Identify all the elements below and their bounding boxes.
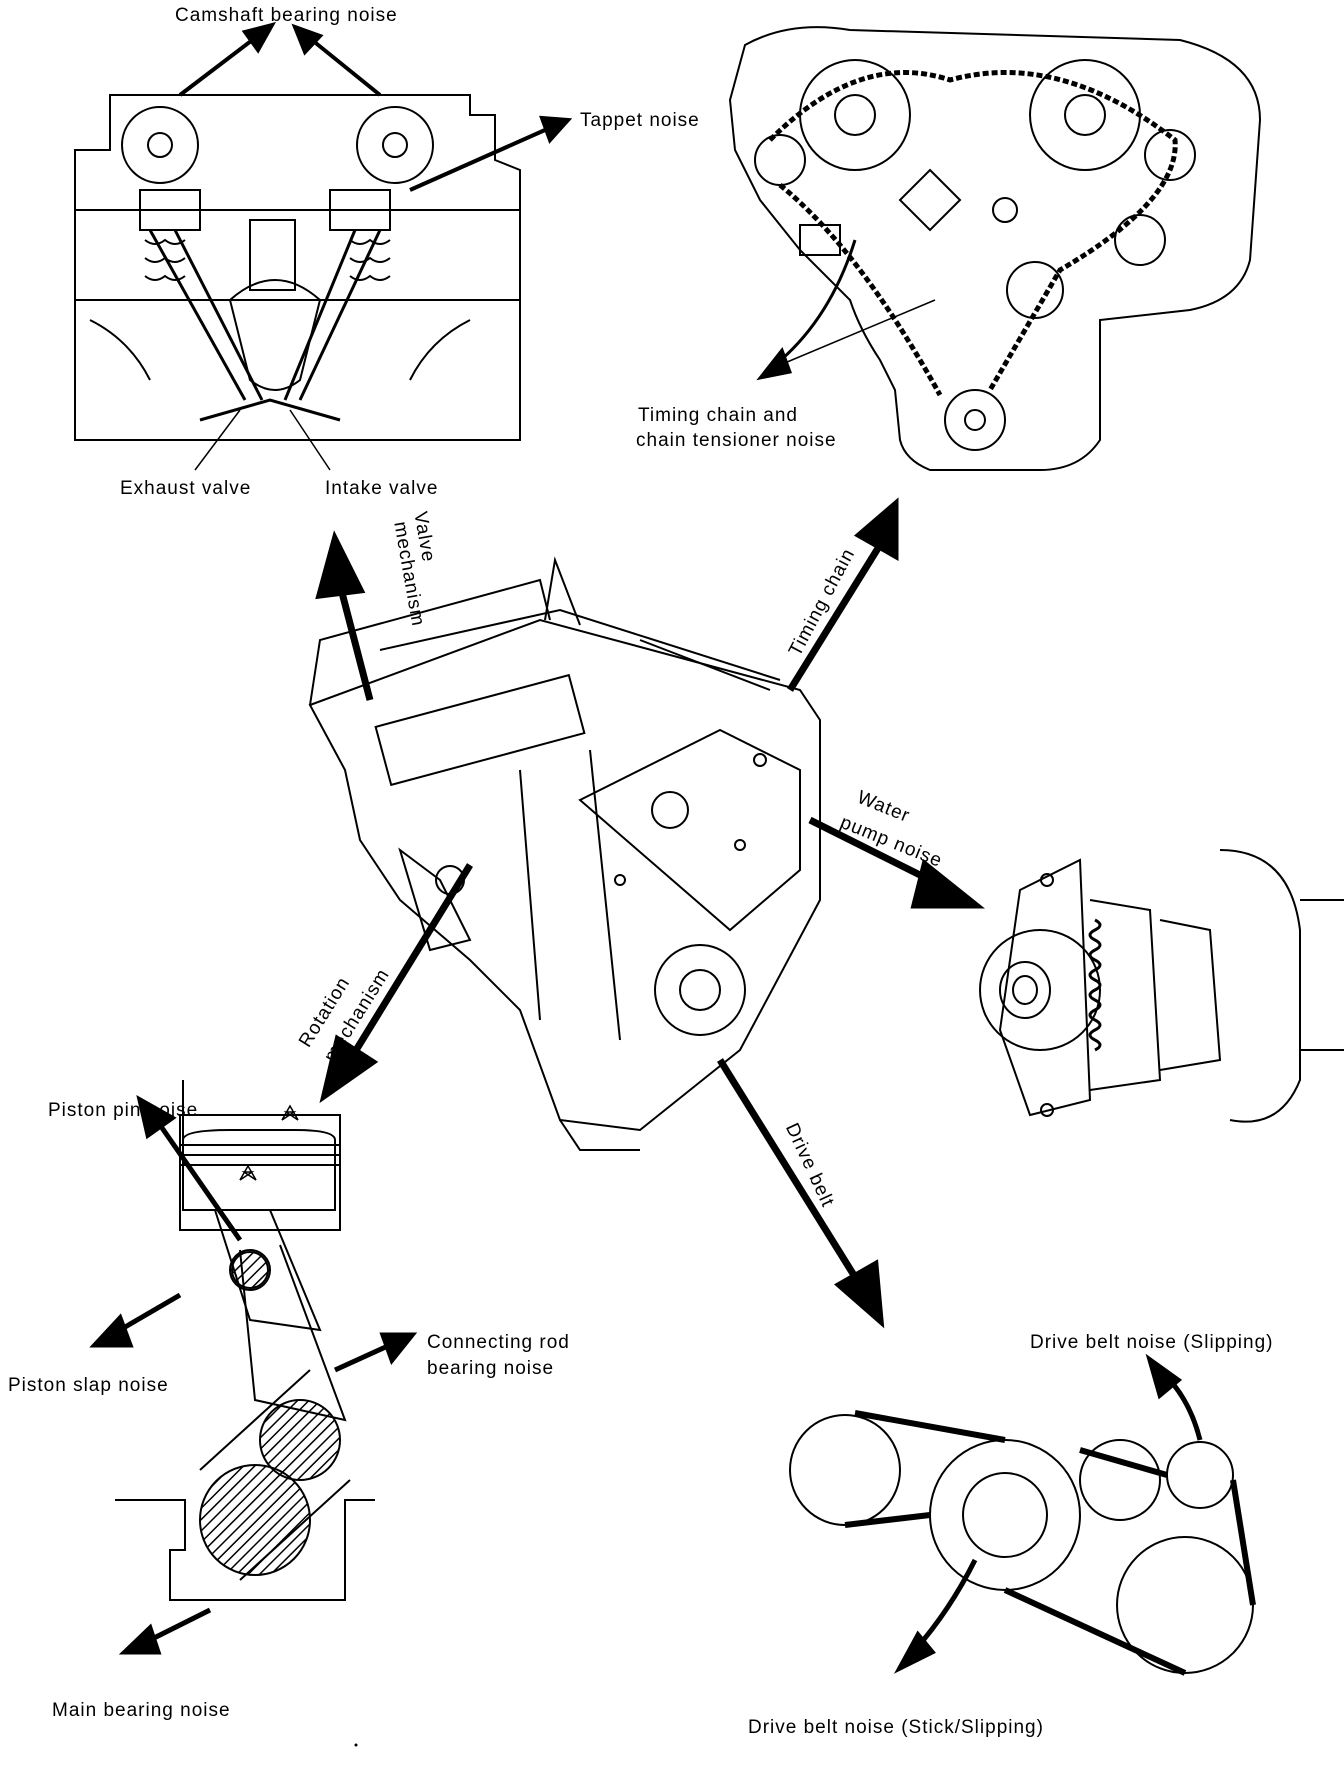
timing-chain-assembly (728, 26, 1262, 471)
exhaust-valve-label: Exhaust valve (120, 478, 252, 499)
connecting-rod-bearing-noise-label-line1: Connecting rod (427, 1332, 570, 1353)
engine-block (308, 556, 821, 1151)
timing-chain-noise-label-line2: chain tensioner noise (636, 430, 837, 451)
piston-slap-noise-label: Piston slap noise (8, 1375, 169, 1396)
connecting-rod-bearing-noise-label-line2: bearing noise (427, 1358, 555, 1379)
main-bearing-noise-label: Main bearing noise (52, 1700, 231, 1721)
water-pump (979, 849, 1344, 1123)
tappet-noise-label: Tappet noise (580, 110, 700, 131)
piston-arrows (89, 1095, 418, 1655)
timing-chain-noise-arrow (756, 239, 936, 381)
intake-valve-label: Intake valve (325, 478, 439, 499)
timing-chain-noise-label-line1: Timing chain and (638, 405, 798, 426)
drive-belt-layout (789, 1410, 1256, 1676)
cylinder-head-section (74, 94, 521, 441)
piston-pin-noise-label: Piston pin noise (48, 1100, 199, 1121)
drive-belt-noise-stick-slipping-label: Drive belt noise (Stick/Slipping) (748, 1717, 1044, 1738)
camshaft-bearing-noise-label: Camshaft bearing noise (175, 5, 398, 26)
drive-belt-noise-slipping-label: Drive belt noise (Slipping) (1030, 1332, 1274, 1353)
belt-arrows (893, 1353, 1203, 1674)
camshaft-arrows (178, 21, 573, 192)
engine-arrows (315, 497, 985, 1329)
piston-assembly (115, 1080, 375, 1601)
